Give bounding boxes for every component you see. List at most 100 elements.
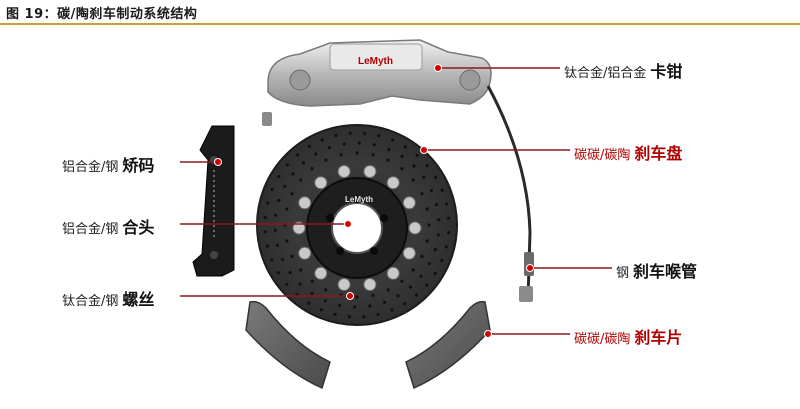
- drill-hole: [429, 188, 433, 193]
- label-disc: 碳碳/碳陶刹车盘: [574, 140, 682, 164]
- leader-disc: [420, 146, 570, 154]
- label-pad-part: 刹车片: [634, 328, 683, 347]
- drill-hole: [362, 315, 366, 319]
- drill-hole: [403, 145, 407, 149]
- drill-hole: [440, 259, 444, 263]
- drill-hole: [290, 192, 294, 196]
- drill-hole: [265, 244, 269, 248]
- floating-button: [314, 266, 328, 280]
- drill-hole: [281, 257, 285, 262]
- drill-hole: [263, 215, 267, 219]
- leader-bracket: [180, 158, 222, 166]
- drill-hole: [382, 300, 387, 304]
- leader-caliper: [434, 64, 560, 72]
- drill-hole: [285, 207, 289, 211]
- drill-hole: [327, 146, 332, 150]
- drill-hole: [400, 167, 404, 171]
- leader-bolt: [180, 292, 354, 300]
- drill-hole: [447, 231, 451, 235]
- leader-lines: [180, 64, 612, 338]
- drill-hole: [396, 294, 400, 298]
- drill-hole: [288, 271, 292, 275]
- label-bolt-material: 钛合金/钢: [62, 294, 119, 309]
- drill-hole: [372, 143, 376, 147]
- drill-hole: [386, 288, 390, 292]
- drill-hole: [283, 184, 287, 188]
- drill-hole: [390, 308, 394, 312]
- drill-hole: [324, 158, 328, 162]
- label-bolt-part: 螺丝: [122, 290, 155, 309]
- label-bracket: 铝合金/钢矫码: [62, 152, 154, 176]
- floating-button: [386, 176, 400, 190]
- drill-hole: [342, 142, 346, 146]
- label-hub: 铝合金/钢合头: [62, 214, 154, 238]
- drill-hole: [324, 288, 328, 292]
- label-bolt: 钛合金/钢螺丝: [62, 286, 154, 310]
- caliper-brand: LeMyth: [358, 56, 393, 67]
- brake-pad-left: [245, 300, 331, 390]
- drill-hole: [310, 167, 314, 171]
- drill-hole: [353, 305, 357, 309]
- floating-button: [402, 196, 416, 210]
- drill-hole: [414, 293, 418, 297]
- drill-hole: [273, 228, 277, 232]
- drill-hole: [436, 233, 440, 237]
- drill-hole: [368, 304, 372, 308]
- drill-hole: [415, 153, 419, 157]
- drill-hole: [291, 172, 295, 176]
- drill-hole: [347, 315, 351, 319]
- drill-hole: [319, 308, 323, 312]
- drill-hole: [296, 153, 300, 157]
- drill-hole: [299, 268, 303, 272]
- drill-hole: [391, 138, 395, 142]
- drill-hole: [420, 254, 424, 258]
- mounting-bracket: [192, 125, 235, 277]
- drill-hole: [400, 279, 404, 283]
- drill-hole: [434, 175, 438, 179]
- label-hub-part: 合头: [122, 218, 155, 237]
- label-pad: 碳碳/碳陶刹车片: [574, 324, 682, 348]
- drill-hole: [440, 188, 444, 192]
- drill-hole: [263, 230, 267, 234]
- drill-hole: [299, 178, 303, 182]
- label-pad-material: 碳碳/碳陶: [574, 332, 631, 347]
- drill-hole: [387, 147, 391, 151]
- drill-hole: [307, 144, 311, 148]
- floating-buttons: [292, 165, 422, 291]
- drill-hole: [408, 285, 413, 289]
- drill-hole: [419, 274, 423, 278]
- floating-button: [402, 246, 416, 260]
- drill-hole: [277, 175, 281, 179]
- label-hose-material: 钢: [616, 266, 630, 281]
- drill-hole: [425, 207, 429, 211]
- drill-hole: [357, 141, 361, 145]
- label-bracket-material: 铝合金/钢: [62, 160, 119, 175]
- figure-title: 图 19：碳/陶刹车制动系统结构: [6, 7, 198, 22]
- drill-hole: [270, 187, 274, 191]
- drill-hole: [400, 154, 404, 159]
- drill-hole: [285, 163, 289, 167]
- drill-hole: [403, 302, 407, 306]
- drill-hole: [433, 271, 437, 275]
- disc-hub: LeMyth: [306, 177, 408, 279]
- drill-hole: [377, 134, 381, 138]
- drill-hole: [425, 283, 429, 287]
- hub-brand: LeMyth: [345, 195, 373, 204]
- drill-hole: [301, 161, 306, 165]
- caliper: LeMyth: [262, 39, 492, 126]
- drill-hole: [285, 282, 289, 286]
- label-bracket-part: 矫码: [122, 156, 155, 175]
- label-caliper: 钛合金/铝合金卡钳: [564, 58, 682, 82]
- drill-hole: [445, 202, 449, 206]
- drill-hole: [274, 213, 278, 217]
- leader-hose: [526, 264, 612, 272]
- label-disc-material: 碳碳/碳陶: [574, 148, 631, 163]
- label-hub-material: 铝合金/钢: [62, 222, 119, 237]
- drill-hole: [411, 268, 415, 272]
- drill-hole: [376, 313, 380, 317]
- drill-hole: [427, 223, 431, 227]
- brake-pad-right: [405, 300, 491, 390]
- drill-hole: [333, 312, 337, 316]
- drill-hole: [314, 152, 318, 156]
- floating-button: [363, 165, 377, 178]
